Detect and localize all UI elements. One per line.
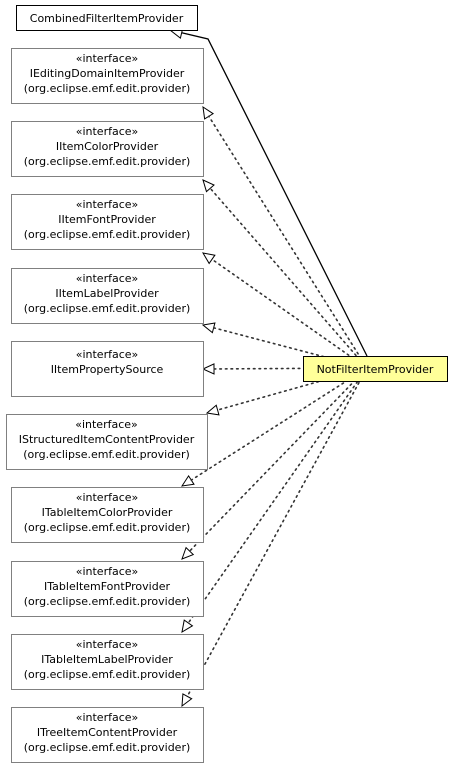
realization-edge — [212, 326, 368, 369]
interface-stereotype: «interface» — [76, 491, 139, 504]
interface-box-iitem-property-source[interactable]: «interface» IItemPropertySource — [11, 341, 204, 397]
interface-box-itable-item-label-provider[interactable]: «interface» ITableItemLabelProvider (org.e… — [11, 634, 204, 690]
relationship-edges — [168, 26, 368, 708]
target-class-name: NotFilterItemProvider — [317, 363, 434, 376]
interface-package: (org.eclipse.emf.edit.provider) — [24, 668, 191, 681]
interface-box-iediting-domain-item-provider[interactable]: «interface» IEditingDomainItemProvider (or… — [11, 48, 204, 104]
interface-package: (org.eclipse.emf.edit.provider) — [24, 741, 191, 754]
realization-arrowhead — [201, 363, 215, 375]
interface-box-iitem-font-provider[interactable]: «interface» IItemFontProvider (org.eclipse… — [11, 194, 204, 250]
interface-box-itable-item-color-provider[interactable]: «interface» ITableItemColorProvider (org.e… — [11, 487, 204, 543]
interface-package: (org.eclipse.emf.edit.provider) — [24, 82, 191, 95]
realization-edge — [187, 367, 368, 624]
interface-box-iitem-label-provider[interactable]: «interface» IItemLabelProvider (org.eclips… — [11, 268, 204, 324]
interface-box-istructured-item-content-provider[interactable]: «interface» IStructuredItemContentProvide… — [6, 414, 208, 470]
interface-name: ITableItemLabelProvider — [41, 653, 173, 666]
interface-name: ITreeItemContentProvider — [37, 726, 178, 739]
interface-name: ITableItemFontProvider — [44, 580, 170, 593]
realization-arrowhead — [181, 546, 195, 560]
generalization-edge — [181, 32, 368, 357]
interface-box-iitem-color-provider[interactable]: «interface» IItemColorProvider (org.eclips… — [11, 121, 204, 177]
realization-edge — [209, 187, 368, 369]
interface-name: IStructuredItemContentProvider — [19, 433, 195, 446]
interface-name: IItemLabelProvider — [55, 287, 159, 300]
interface-package: (org.eclipse.emf.edit.provider) — [24, 521, 191, 534]
realization-arrowhead — [181, 693, 193, 708]
realization-edge — [208, 115, 368, 369]
superclass-box[interactable]: CombinedFilterItemProvider — [16, 5, 198, 31]
interface-stereotype: «interface» — [76, 348, 139, 361]
superclass-name: CombinedFilterItemProvider — [30, 12, 184, 25]
realization-edge — [216, 367, 368, 411]
interface-name: IItemColorProvider — [56, 140, 159, 153]
realization-edge — [188, 367, 368, 552]
interface-stereotype: «interface» — [76, 125, 139, 138]
realization-edge — [190, 367, 368, 481]
realization-arrowhead — [202, 252, 216, 265]
interface-stereotype: «interface» — [76, 52, 139, 65]
realization-arrowhead — [205, 404, 220, 416]
interface-name: IItemPropertySource — [51, 363, 164, 376]
interface-package: (org.eclipse.emf.edit.provider) — [23, 448, 190, 461]
realization-arrowhead — [180, 474, 195, 487]
interface-stereotype: «interface» — [76, 711, 139, 724]
interface-name: ITableItemColorProvider — [42, 506, 173, 519]
interface-stereotype: «interface» — [76, 198, 139, 211]
realization-arrowhead — [202, 105, 215, 120]
interface-package: (org.eclipse.emf.edit.provider) — [24, 155, 191, 168]
interface-package: (org.eclipse.emf.edit.provider) — [24, 302, 191, 315]
interface-stereotype: «interface» — [75, 418, 138, 431]
interface-name: IItemFontProvider — [58, 213, 156, 226]
interface-box-itable-item-font-provider[interactable]: «interface» ITableItemFontProvider (org.ec… — [11, 561, 204, 617]
interface-stereotype: «interface» — [76, 565, 139, 578]
realization-edge — [186, 367, 368, 698]
target-class-box[interactable]: NotFilterItemProvider — [303, 356, 448, 382]
interface-package: (org.eclipse.emf.edit.provider) — [24, 595, 191, 608]
interface-package: (org.eclipse.emf.edit.provider) — [24, 228, 191, 241]
realization-arrowhead — [202, 179, 215, 193]
interface-box-itree-item-content-provider[interactable]: «interface» ITreeItemContentProvider (org.… — [11, 707, 204, 763]
realization-edge — [211, 258, 368, 369]
interface-stereotype: «interface» — [76, 638, 139, 651]
interface-stereotype: «interface» — [76, 272, 139, 285]
realization-arrowhead — [181, 619, 194, 633]
interface-name: IEditingDomainItemProvider — [30, 67, 185, 80]
class-boxes: CombinedFilterItemProviderNotFilterItemP… — [6, 5, 448, 763]
